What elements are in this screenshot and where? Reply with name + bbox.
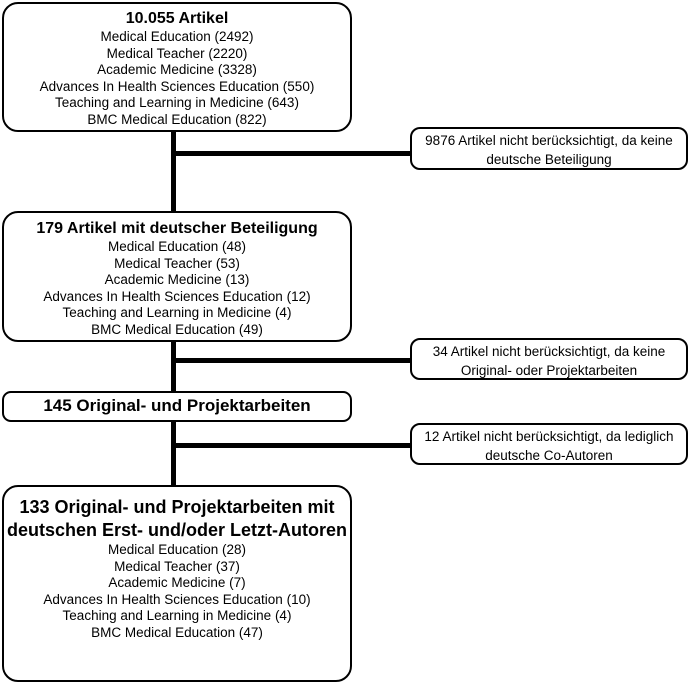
box-original-title: 145 Original- und Projektarbeiten: [43, 396, 311, 415]
journal-count: Medical Teacher (53): [114, 255, 240, 271]
journal-count: Medical Teacher (37): [114, 558, 240, 574]
journal-count: Medical Education (28): [107, 542, 247, 557]
exclusion-text: 34 Artikel nicht berücksichtigt, da kein…: [432, 344, 666, 378]
journal-count: BMC Medical Education (47): [91, 624, 263, 640]
box-total-articles: 10.055 Artikel Medical Education (2492) …: [2, 2, 352, 132]
box-authors-journal-list: Medical Education (28) Medical Teacher (…: [4, 542, 350, 641]
box-german-participation: 179 Artikel mit deutscher Beteiligung Me…: [2, 211, 352, 342]
box-exclusion-not-original-works: 34 Artikel nicht berücksichtigt, da kein…: [410, 338, 688, 380]
exclusion-branch-line-2: [171, 358, 410, 363]
journal-count: Medical Teacher (2220): [106, 45, 248, 61]
box-authors-title: 133 Original- und Projektarbeiten mit de…: [6, 497, 347, 540]
box-german-first-last-authors: 133 Original- und Projektarbeiten mit de…: [2, 485, 352, 682]
exclusion-text: 9876 Artikel nicht berücksichtigt, da ke…: [425, 133, 673, 167]
journal-count: BMC Medical Education (822): [87, 111, 267, 127]
journal-count: Medical Education (48): [107, 239, 247, 254]
exclusion-text: 12 Artikel nicht berücksichtigt, da ledi…: [424, 429, 674, 463]
journal-count: Advances In Health Sciences Education (1…: [43, 288, 311, 304]
journal-count: BMC Medical Education (49): [91, 321, 263, 337]
journal-count: Medical Education (2492): [100, 29, 254, 44]
exclusion-branch-line-1: [171, 151, 410, 156]
box-german-journal-list: Medical Education (48) Medical Teacher (…: [4, 239, 350, 338]
box-original-project-works: 145 Original- und Projektarbeiten: [2, 391, 352, 422]
box-total-journal-list: Medical Education (2492) Medical Teacher…: [4, 29, 350, 128]
box-exclusion-only-coauthors: 12 Artikel nicht berücksichtigt, da ledi…: [410, 423, 688, 465]
journal-count: Academic Medicine (3328): [97, 62, 257, 77]
box-total-title: 10.055 Artikel: [125, 10, 229, 27]
journal-count: Academic Medicine (7): [108, 575, 246, 590]
journal-count: Advances In Health Sciences Education (1…: [43, 591, 311, 607]
box-german-title: 179 Artikel mit deutscher Beteiligung: [36, 220, 318, 237]
box-exclusion-no-german-participation: 9876 Artikel nicht berücksichtigt, da ke…: [410, 127, 688, 170]
journal-count: Teaching and Learning in Medicine (643): [55, 95, 299, 110]
exclusion-branch-line-3: [171, 443, 410, 448]
journal-count: Teaching and Learning in Medicine (4): [62, 305, 292, 320]
journal-count: Teaching and Learning in Medicine (4): [62, 608, 292, 623]
journal-count: Advances In Health Sciences Education (5…: [39, 78, 315, 94]
journal-count: Academic Medicine (13): [104, 272, 250, 287]
